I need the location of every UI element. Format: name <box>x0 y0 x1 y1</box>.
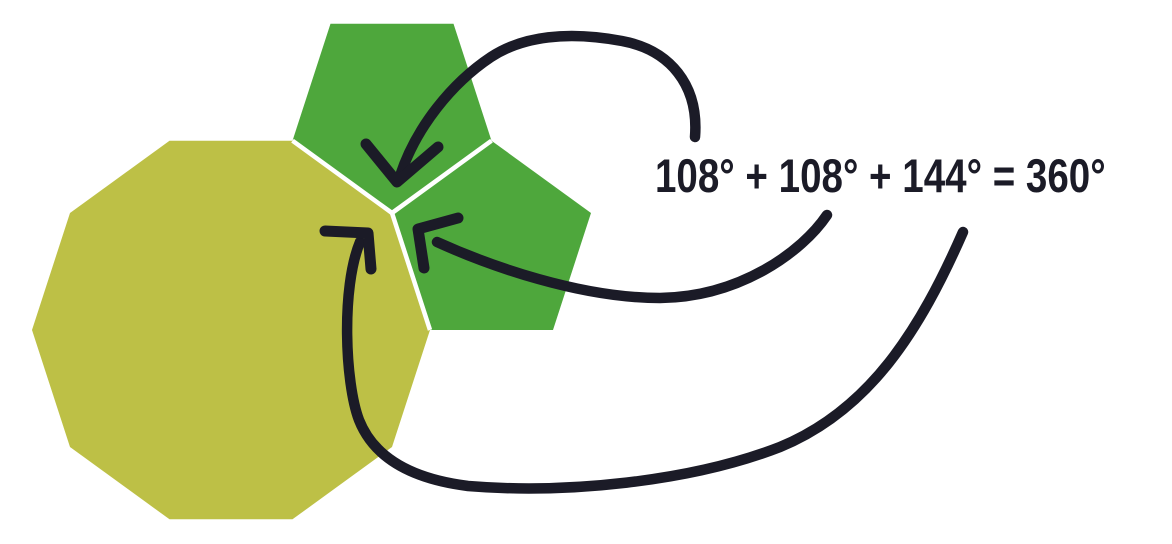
annotation-arrow-right-pentagon <box>412 209 833 304</box>
arrow-shaft <box>394 30 701 182</box>
arrowhead-up-left-icon <box>412 212 464 274</box>
seam-decagon-pentagon-right <box>389 212 433 331</box>
pentagon-top-shape <box>292 23 492 213</box>
angle-sum-equation: 108° + 108° + 144° = 360° <box>655 149 1106 202</box>
annotation-arrow-top-pentagon <box>360 30 701 188</box>
arrowhead-down-icon <box>360 138 444 188</box>
arrow-shaft <box>341 226 969 494</box>
seam-decagon-pentagon-top <box>291 138 394 215</box>
arrow-shaft <box>431 209 833 304</box>
seam-pentagon-pentagon <box>390 138 493 215</box>
arrowhead-up-right-icon <box>319 225 377 275</box>
annotation-arrow-decagon <box>319 225 969 494</box>
